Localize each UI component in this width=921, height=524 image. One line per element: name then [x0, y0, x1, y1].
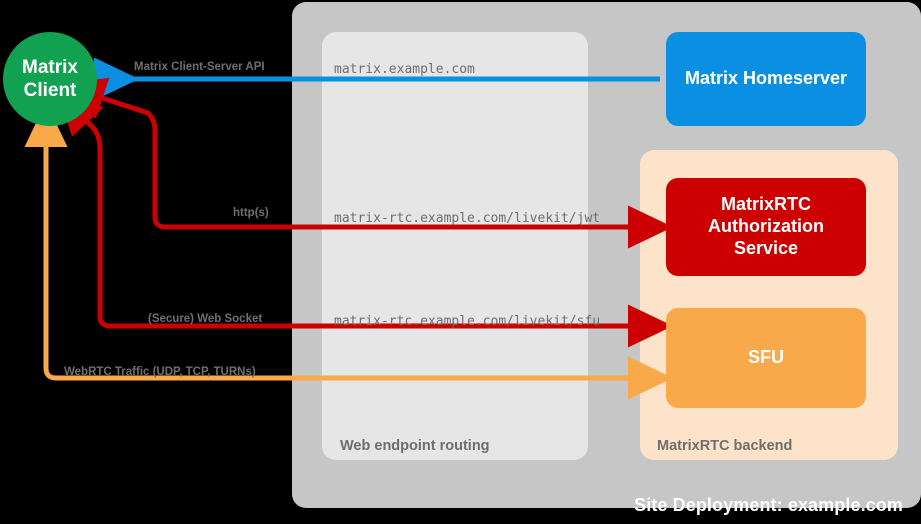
web-endpoint-routing-panel	[322, 32, 588, 460]
matrix-client-line2: Client	[23, 80, 77, 101]
node-matrix-client[interactable]: Matrix Client	[3, 32, 97, 126]
edge-websocket	[57, 89, 660, 329]
endpoint-label-sfu: matrix-rtc.example.com/livekit/sfu	[334, 314, 601, 329]
edge-label-websocket: (Secure) Web Socket	[148, 313, 263, 325]
edge-webrtc	[24, 101, 660, 381]
auth-service-line2: Authorization	[708, 216, 824, 237]
auth-service-line1: MatrixRTC	[720, 194, 811, 215]
sfu-label: SFU	[748, 347, 784, 368]
auth-service-line3: Service	[733, 237, 799, 258]
edge-label-client-server-api: Matrix Client-Server API	[134, 61, 265, 73]
matrixrtc-backend-label: MatrixRTC backend	[657, 438, 793, 454]
site-deployment-label: Site Deployment: example.com	[634, 495, 903, 515]
node-matrix-homeserver[interactable]: Matrix Homeserver	[666, 32, 866, 126]
edge-label-webrtc: WebRTC Traffic (UDP, TCP, TURNs)	[64, 366, 256, 378]
endpoint-label-matrix: matrix.example.com	[334, 62, 475, 77]
node-sfu[interactable]: SFU	[666, 308, 866, 408]
edge-https	[59, 77, 660, 230]
edge-label-https: http(s)	[233, 207, 269, 219]
matrix-client-line1: Matrix	[22, 56, 78, 78]
web-endpoint-routing-label: Web endpoint routing	[340, 438, 490, 454]
endpoint-label-jwt: matrix-rtc.example.com/livekit/jwt	[334, 211, 601, 226]
homeserver-label: Matrix Homeserver	[684, 68, 848, 89]
node-matrixrtc-authorization-service[interactable]: MatrixRTC Authorization Service	[666, 178, 866, 276]
